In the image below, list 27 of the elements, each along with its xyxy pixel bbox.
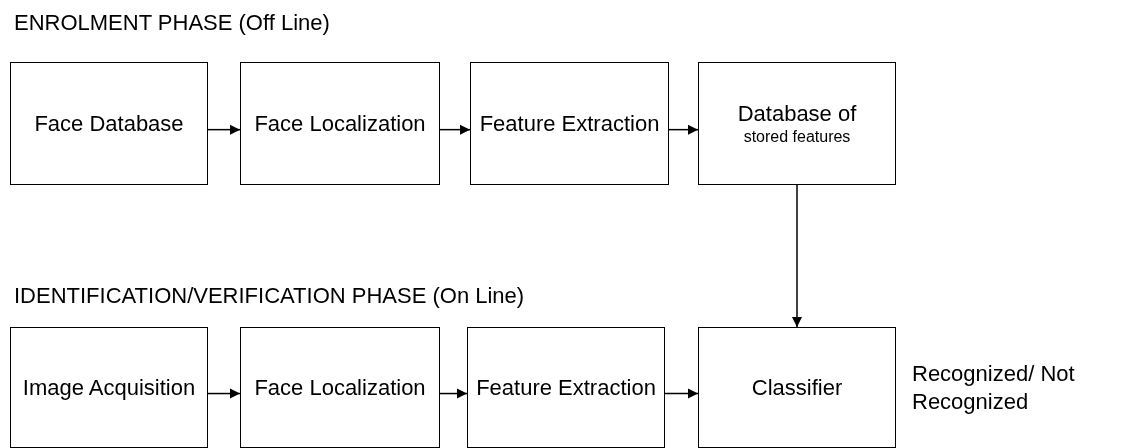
process-box <box>467 327 665 448</box>
process-box <box>10 327 208 448</box>
box-text: Feature Extraction <box>479 109 660 138</box>
process-box <box>470 62 669 185</box>
phase-heading: ENROLMENT PHASE (Off Line) <box>14 10 330 36</box>
process-box <box>240 327 440 448</box>
box-text: Feature Extraction <box>476 373 656 402</box>
process-box <box>240 62 440 185</box>
phase-heading: IDENTIFICATION/VERIFICATION PHASE (On Line) <box>14 283 525 309</box>
box-text: Face Localization <box>254 109 426 138</box>
box-text: Classifier <box>751 373 843 402</box>
box-text: stored features <box>743 127 851 148</box>
arrow <box>439 124 471 135</box>
arrow <box>207 124 241 135</box>
process-box <box>698 62 896 185</box>
arrow <box>207 388 241 399</box>
process-box <box>10 62 208 185</box>
process-box <box>698 327 896 448</box>
box-text: Database of <box>737 99 857 128</box>
arrow <box>668 124 699 135</box>
arrow <box>791 184 803 328</box>
arrow <box>439 388 468 399</box>
box-text: Face Localization <box>254 373 426 402</box>
arrow <box>664 388 699 399</box>
box-text: Image Acquisition <box>22 373 196 402</box>
box-text: Face Database <box>34 109 184 138</box>
output-label: Recognized/ Not Recognized <box>912 360 1076 415</box>
